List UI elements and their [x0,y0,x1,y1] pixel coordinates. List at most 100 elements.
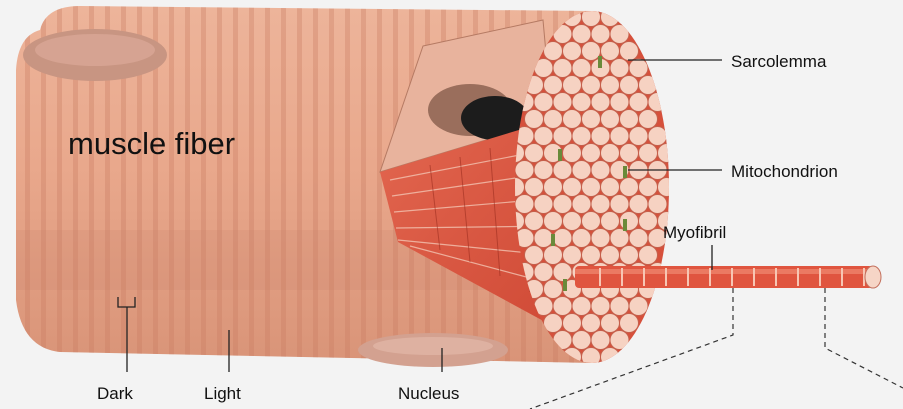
myofibril-label: Myofibril [663,223,726,242]
myofibril-end [534,161,553,180]
myofibril-end [629,229,648,248]
myofibril-end [563,76,582,95]
myofibril-end [629,195,648,214]
myofibril-end [553,229,572,248]
myofibril-end [639,246,658,265]
myofibril-end [639,110,658,129]
myofibril-end [553,161,572,180]
myofibril-end [601,314,620,333]
myofibril-end [601,348,620,367]
myofibril-end [553,93,572,112]
myofibril-end [610,195,629,214]
myofibril-end [629,59,648,78]
myofibril-end [620,314,639,333]
myofibril-end [544,110,563,129]
myofibril-end [563,246,582,265]
myofibril-end [639,212,658,231]
myofibril-end [658,178,677,197]
myofibril-end [553,297,572,316]
myofibril-end [582,314,601,333]
myofibril-end [639,178,658,197]
myofibril-end [629,297,648,316]
myofibril-end [582,8,601,27]
myofibril-end [525,110,544,129]
myofibril-end [572,195,591,214]
myofibril-end [572,59,591,78]
myofibril-end [648,93,667,112]
myofibril-end [534,127,553,146]
myofibril-end [582,178,601,197]
myofibril-end [601,212,620,231]
myofibril-end [591,25,610,44]
myofibril-end [572,161,591,180]
myofibril-end [525,144,544,163]
myofibril-end [534,93,553,112]
myofibril-end [629,93,648,112]
myofibril-end [553,263,572,282]
myofibril-end [591,331,610,350]
myofibril-end [601,144,620,163]
sarcolemma-label: Sarcolemma [731,52,827,71]
myofibril-end [544,76,563,95]
myofibril-end [620,76,639,95]
myofibril-end [629,127,648,146]
mitochondrion-mark [558,149,562,161]
diagram-title: muscle fiber [68,126,235,161]
mitochondrion-mark [551,234,555,246]
myofibril-end [582,348,601,367]
myofibril-end [525,178,544,197]
mitochondrion-mark [563,279,567,291]
myofibril-end [658,144,677,163]
dark-band-label: Dark [97,384,133,403]
mitochondrion-mark [623,166,627,178]
mitochondrion-mark [623,219,627,231]
myofibril-end [572,331,591,350]
myofibril-end [610,229,629,248]
myofibril-end [553,59,572,78]
myofibril-end [553,195,572,214]
myofibril-end [544,212,563,231]
myofibril-end [639,144,658,163]
myofibril-end [572,229,591,248]
myofibril-end [591,195,610,214]
myofibril-end [525,246,544,265]
myofibril-end [553,127,572,146]
myofibril-end [563,178,582,197]
myofibril-end [620,178,639,197]
myofibril-end [601,42,620,61]
myofibril-end [591,297,610,316]
myofibril-end [648,195,667,214]
myofibril-end [639,76,658,95]
myofibril-end [534,195,553,214]
myofibril-end [515,161,534,180]
myofibril-end [534,263,553,282]
myofibril-end [620,246,639,265]
myofibril-end [591,93,610,112]
myofibril-end [582,76,601,95]
myofibril-end [601,246,620,265]
myofibril-end [563,144,582,163]
myofibril-end [610,93,629,112]
myofibril-end [620,110,639,129]
myofibril-end [591,127,610,146]
myofibril-end [582,144,601,163]
myofibril-end [563,42,582,61]
myofibril-end [591,229,610,248]
zoom-line-right [825,288,903,388]
myofibril-end [572,25,591,44]
myofibril-end [591,161,610,180]
myofibril-end [544,246,563,265]
myofibril-end [563,314,582,333]
myofibril-end [601,110,620,129]
myofibril-end [620,212,639,231]
myofibril-end [582,212,601,231]
myofibril-end [563,110,582,129]
nucleus-label: Nucleus [398,384,459,403]
single-myofibril [575,266,881,288]
myofibril-end [601,8,620,27]
myofibril-end [620,144,639,163]
myofibril-end [582,246,601,265]
myofibril-end [525,212,544,231]
